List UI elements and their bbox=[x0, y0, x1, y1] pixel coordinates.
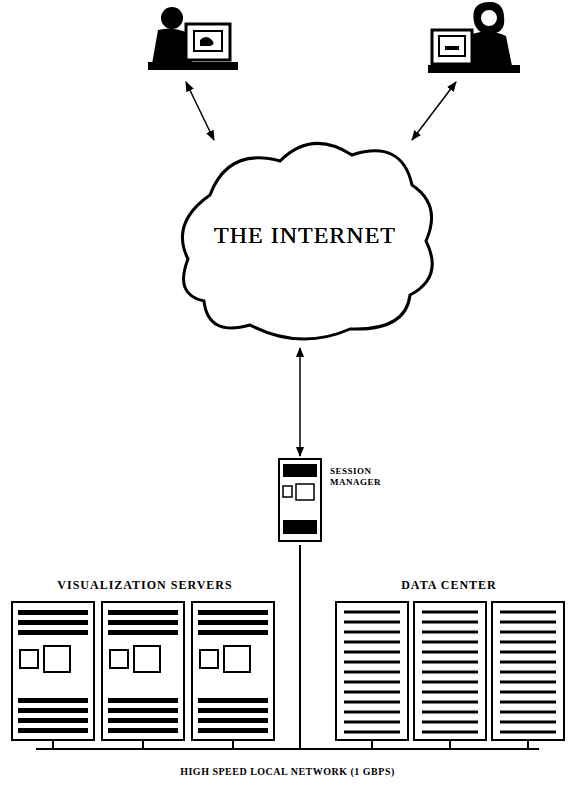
network-drop bbox=[371, 740, 373, 748]
server-group: VISUALIZATION SERVERS bbox=[4, 574, 286, 746]
connector bbox=[299, 545, 301, 748]
internet-cloud: THE INTERNET bbox=[170, 125, 440, 345]
node-label: HIGH SPEED LOCAL NETWORK (1 GBPS) bbox=[36, 750, 539, 777]
data-server bbox=[414, 602, 486, 740]
visualization-server bbox=[12, 602, 94, 740]
node-label: SESSION MANAGER bbox=[330, 466, 400, 488]
visualization-server bbox=[102, 602, 184, 740]
data-server bbox=[492, 602, 564, 740]
data-server bbox=[336, 602, 408, 740]
user-link-arrow bbox=[186, 82, 214, 140]
server-group: DATA CENTER bbox=[326, 574, 572, 746]
user-figure bbox=[148, 7, 238, 70]
node-label: VISUALIZATION SERVERS bbox=[4, 574, 286, 593]
network-drop bbox=[449, 740, 451, 748]
network-drop bbox=[527, 740, 529, 748]
visualization-server bbox=[192, 602, 274, 740]
network-drop bbox=[232, 740, 234, 748]
network-drop bbox=[142, 740, 144, 748]
node-label: THE INTERNET bbox=[214, 222, 396, 249]
server-front bbox=[283, 464, 317, 534]
session-manager-box: SESSION MANAGER bbox=[278, 458, 322, 542]
connector bbox=[299, 348, 301, 456]
network-bus: HIGH SPEED LOCAL NETWORK (1 GBPS) bbox=[36, 748, 539, 788]
user-figure bbox=[428, 2, 520, 73]
user-link-arrow bbox=[412, 82, 456, 140]
node-label: DATA CENTER bbox=[326, 574, 572, 593]
network-drop bbox=[52, 740, 54, 748]
